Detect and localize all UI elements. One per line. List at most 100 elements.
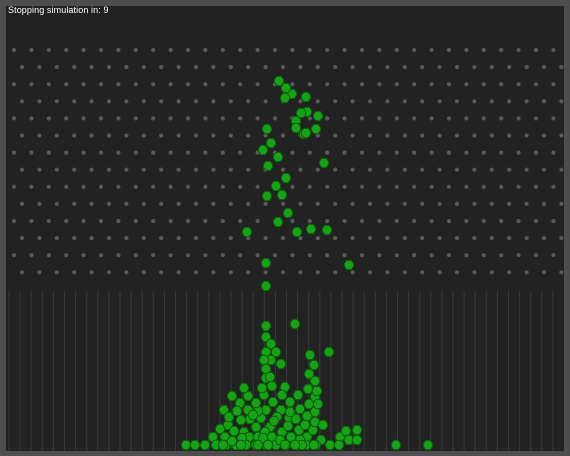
peg [499, 82, 504, 87]
peg [350, 167, 355, 172]
ball [275, 358, 287, 370]
peg [454, 201, 460, 206]
peg [315, 65, 320, 70]
peg [193, 201, 199, 206]
peg [98, 184, 104, 189]
peg [72, 133, 77, 138]
peg [559, 236, 564, 241]
peg [193, 133, 199, 138]
peg [98, 218, 104, 224]
peg [516, 184, 521, 189]
peg [72, 167, 77, 172]
peg [81, 47, 86, 53]
peg [429, 218, 434, 224]
peg [533, 218, 539, 224]
peg [394, 218, 399, 224]
peg [54, 99, 59, 104]
peg [124, 270, 129, 275]
ball [308, 439, 320, 451]
peg [367, 133, 373, 138]
peg [255, 253, 260, 258]
peg [280, 133, 286, 138]
peg [420, 99, 425, 104]
peg [507, 236, 512, 241]
peg [263, 65, 268, 70]
peg [516, 82, 521, 87]
peg [472, 65, 477, 70]
peg [211, 167, 216, 172]
peg [272, 47, 278, 53]
countdown-value: 9 [103, 5, 109, 15]
peg [185, 82, 191, 87]
peg [151, 47, 156, 53]
peg [446, 116, 452, 121]
peg [124, 65, 129, 70]
ball [217, 439, 229, 451]
peg [307, 218, 312, 224]
peg [507, 99, 512, 104]
peg [255, 47, 260, 53]
ball [290, 122, 302, 134]
peg [412, 116, 417, 121]
peg [420, 133, 425, 138]
peg [551, 218, 556, 224]
peg [193, 167, 199, 172]
peg [193, 236, 199, 241]
ball [210, 439, 222, 451]
ball [226, 435, 238, 447]
peg [238, 82, 243, 87]
peg [238, 47, 243, 53]
peg [203, 253, 208, 258]
peg [193, 99, 199, 104]
peg [72, 270, 77, 275]
peg [228, 236, 233, 241]
peg [524, 236, 529, 241]
peg [420, 167, 425, 172]
peg [377, 82, 382, 87]
peg [315, 99, 320, 104]
peg [37, 65, 42, 70]
peg [72, 65, 77, 70]
peg [524, 201, 529, 206]
peg [168, 116, 173, 121]
peg [255, 218, 260, 224]
peg [185, 253, 191, 258]
peg [541, 236, 547, 241]
status-label: Stopping simulation in: [8, 5, 101, 15]
ball [340, 425, 352, 437]
peg [437, 167, 442, 172]
ball [311, 385, 323, 397]
ball [300, 127, 312, 139]
peg [516, 116, 521, 121]
peg [437, 99, 442, 104]
peg [454, 133, 460, 138]
peg [159, 133, 164, 138]
peg [402, 236, 407, 241]
peg [228, 201, 233, 206]
peg [342, 116, 347, 121]
peg [176, 133, 181, 138]
peg [54, 167, 59, 172]
peg [507, 201, 512, 206]
peg [489, 201, 494, 206]
peg [559, 167, 564, 172]
peg [106, 133, 112, 138]
peg [464, 218, 469, 224]
peg [168, 253, 173, 258]
peg [280, 236, 286, 241]
ball [238, 382, 250, 394]
peg [37, 133, 42, 138]
peg [359, 47, 365, 53]
peg [412, 82, 417, 87]
peg [412, 150, 417, 155]
peg [394, 253, 399, 258]
peg [489, 133, 494, 138]
peg [124, 99, 129, 104]
ball [250, 397, 262, 409]
peg [402, 133, 407, 138]
peg [133, 184, 138, 189]
peg [481, 253, 486, 258]
peg [385, 65, 390, 70]
peg [54, 236, 59, 241]
